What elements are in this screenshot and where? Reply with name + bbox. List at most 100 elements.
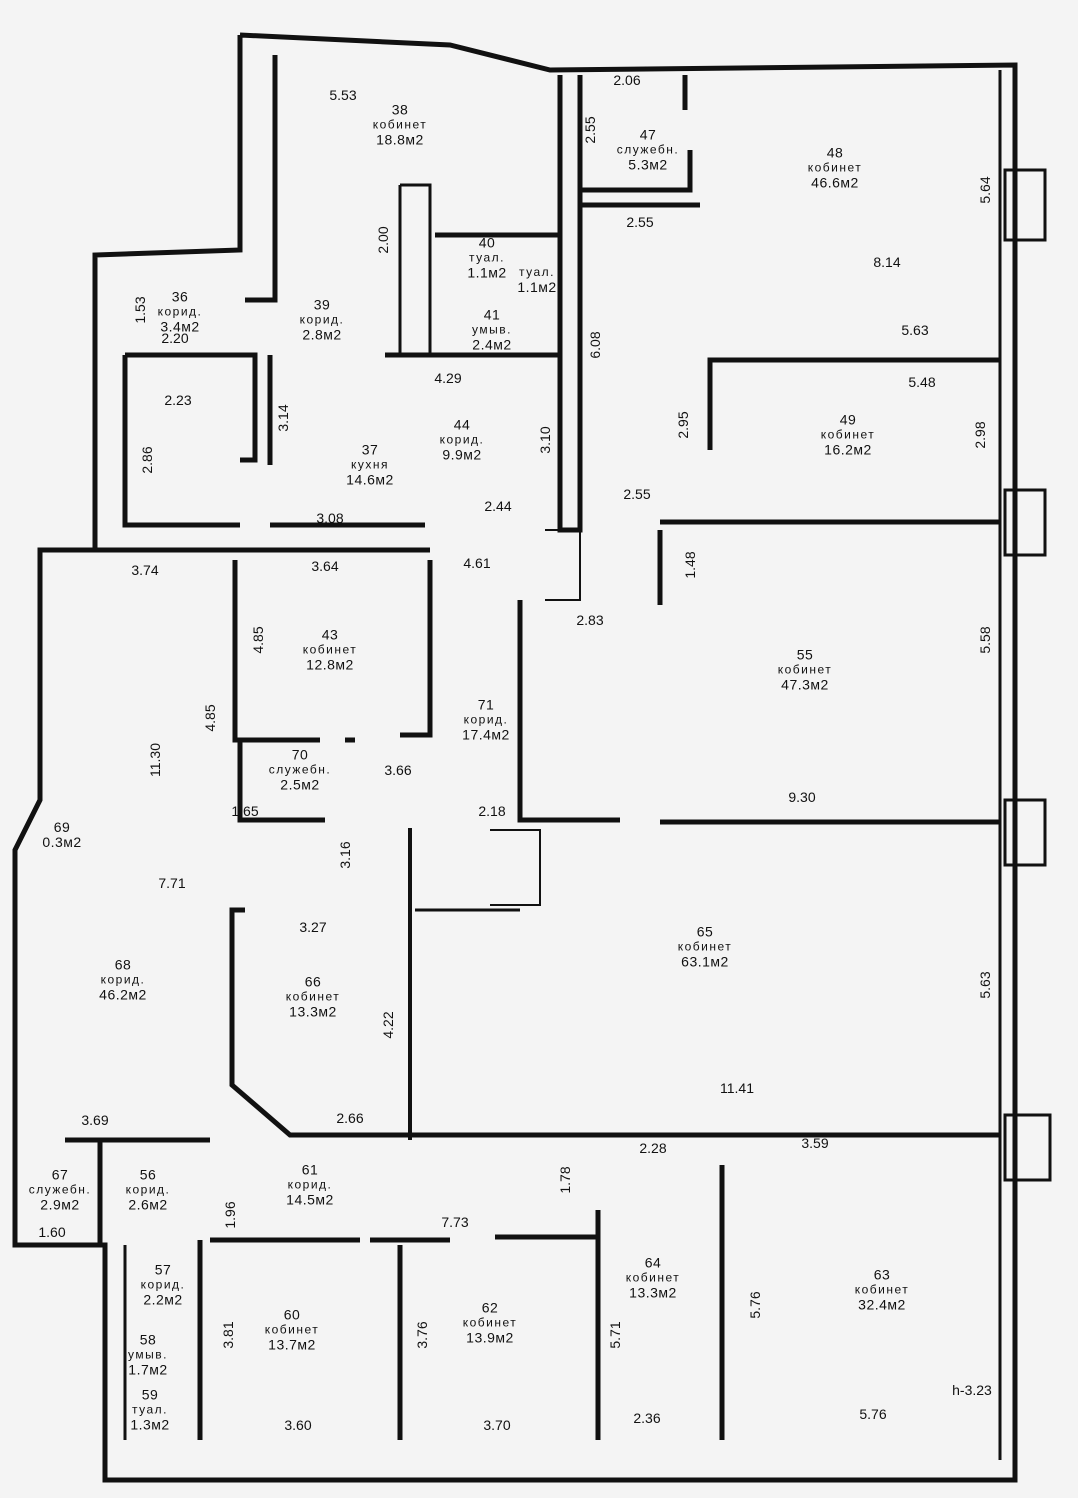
- dimension-label: 3.76: [414, 1321, 430, 1349]
- stairs: [545, 529, 581, 601]
- room-num: 70: [291, 746, 309, 763]
- room-type: кобинет: [807, 160, 863, 175]
- wall: [398, 183, 432, 357]
- dimension-label: 2.23: [164, 392, 192, 408]
- room-num: 49: [839, 411, 857, 428]
- dimension-label: 5.63: [901, 322, 929, 338]
- dimension-label: 2.55: [626, 214, 654, 230]
- room-area: 18.8м2: [376, 131, 424, 148]
- dimension-label: 4.85: [202, 704, 218, 732]
- room-num: 58: [139, 1331, 157, 1348]
- room-type: служебн.: [268, 762, 332, 777]
- dimension-label: 9.30: [788, 789, 816, 805]
- room-type: кобинет: [625, 1270, 681, 1285]
- room-label: туал.1.1м2: [517, 265, 556, 295]
- dimension-label: 2.00: [375, 226, 391, 254]
- dimension-label: 5.64: [977, 176, 993, 204]
- room-area: 2.2м2: [143, 1291, 183, 1308]
- dimension-label: 3.08: [316, 510, 344, 526]
- room-area: 1.7м2: [128, 1361, 168, 1378]
- room-type: корид.: [299, 312, 345, 327]
- dimension-label: 3.60: [284, 1417, 312, 1433]
- dimension-label: 5.63: [977, 971, 993, 999]
- room-type: служебн.: [616, 142, 680, 157]
- room-type: умыв.: [472, 322, 512, 337]
- column: [1003, 488, 1047, 557]
- room-area: 1.1м2: [467, 264, 507, 281]
- room-area: 46.2м2: [99, 986, 147, 1003]
- dimension-label: 4.29: [434, 370, 462, 386]
- room-area: 63.1м2: [681, 953, 729, 970]
- room-num: 40: [478, 234, 496, 251]
- room-type: умыв.: [128, 1347, 168, 1362]
- dimension-label: 2.36: [633, 1410, 661, 1426]
- dimension-label: 4.85: [250, 626, 266, 654]
- dimension-label: 1.96: [222, 1201, 238, 1229]
- wall: [400, 560, 433, 738]
- room-area: 13.7м2: [268, 1336, 316, 1353]
- wall: [245, 55, 278, 303]
- dimension-label: 3.74: [131, 562, 159, 578]
- dimension-label: 3.16: [337, 841, 353, 869]
- column: [1003, 798, 1047, 867]
- room-area: 0.3м2: [42, 834, 82, 850]
- wall: [122, 355, 240, 528]
- dimension-label: 5.53: [329, 87, 357, 103]
- room-area: 13.3м2: [289, 1003, 337, 1020]
- room-type: туал.: [131, 1402, 168, 1417]
- room-num: 65: [696, 923, 714, 940]
- dimension-label: 11.41: [720, 1080, 754, 1096]
- room-num: 67: [51, 1166, 69, 1183]
- dimension-label: 3.59: [801, 1135, 829, 1151]
- room-area: 3.4м2: [160, 318, 200, 335]
- room-area: 14.6м2: [346, 471, 394, 488]
- dimension-label: 3.66: [384, 762, 412, 778]
- room-num: 66: [304, 973, 322, 990]
- room-num: 62: [481, 1299, 499, 1316]
- room-num: 56: [139, 1166, 157, 1183]
- dimension-label: 1.60: [38, 1224, 66, 1240]
- room-type: туал.: [468, 250, 505, 265]
- dimension-label: 1.78: [557, 1166, 573, 1194]
- dimension-label: 3.64: [311, 558, 339, 574]
- dimension-label: 3.70: [483, 1417, 511, 1433]
- room-num: 41: [483, 306, 501, 323]
- stairs: [490, 829, 541, 906]
- room-type: корид.: [287, 1177, 333, 1192]
- dimension-label: 2.20: [161, 330, 189, 346]
- dimension-label: 5.58: [977, 626, 993, 654]
- dimension-label: 3.69: [81, 1112, 109, 1128]
- wall: [229, 907, 1000, 1138]
- room-area: 46.6м2: [811, 174, 859, 191]
- dimension-label: 4.22: [380, 1011, 396, 1039]
- wall: [232, 560, 320, 743]
- dimension-label: 2.18: [478, 803, 506, 819]
- room-num: 64: [644, 1254, 662, 1271]
- room-type: кобинет: [264, 1322, 320, 1337]
- dimension-label: 2.98: [972, 421, 988, 449]
- dimension-label: 3.81: [220, 1321, 236, 1349]
- wall: [707, 357, 1000, 450]
- room-num: 61: [301, 1161, 319, 1178]
- room-type: корид.: [140, 1277, 186, 1292]
- dimension-label: 2.55: [623, 486, 651, 502]
- room-area: 17.4м2: [462, 726, 510, 743]
- dimension-label: 2.86: [139, 446, 155, 474]
- room-type: кобинет: [854, 1282, 910, 1297]
- dimension-label: 2.55: [582, 116, 598, 144]
